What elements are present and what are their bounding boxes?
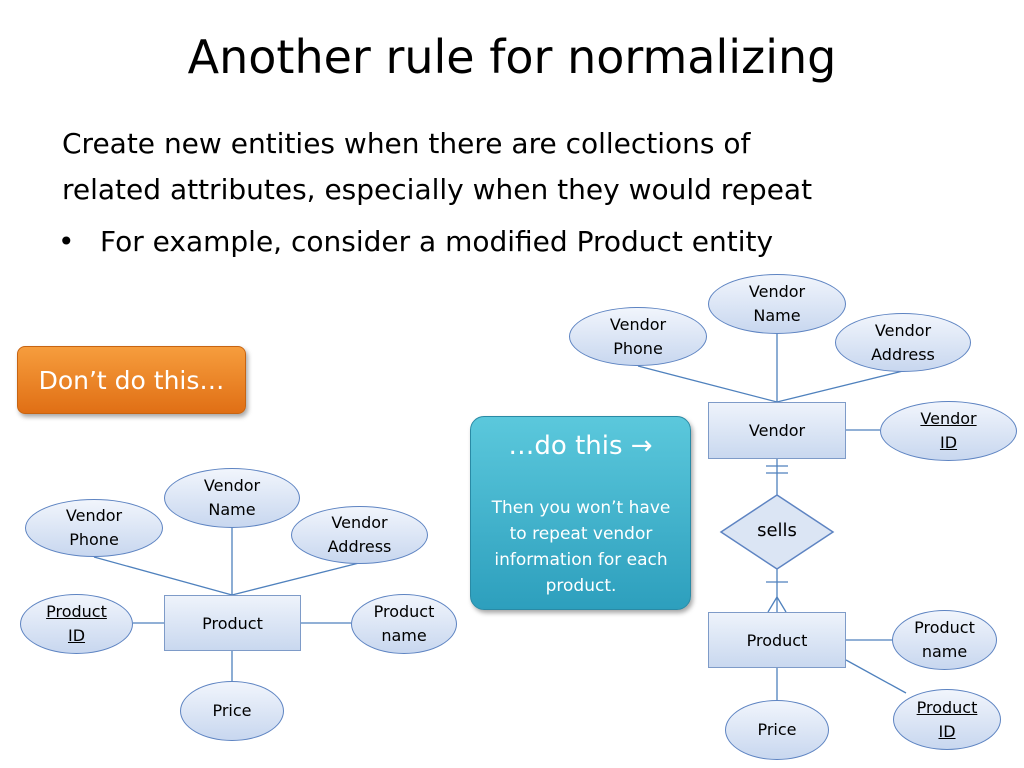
entity-label: Product (746, 630, 808, 650)
arrow-right-icon: → (630, 431, 653, 461)
body-line-1: Create new entities when there are colle… (62, 127, 751, 160)
do-this-label: …do this (508, 431, 623, 461)
body-text: Create new entities when there are colle… (62, 121, 812, 213)
do-this-description: Then you won’t have to repeat vendor inf… (491, 498, 671, 596)
entity-label: Product (202, 613, 263, 633)
entity-label: Vendor (748, 421, 806, 440)
bullet-text: For example, consider a modified Product… (100, 225, 774, 258)
mark-many-foot-l (767, 596, 778, 613)
body-line-2: related attributes, especially when they… (62, 173, 813, 206)
line-left-phone (93, 556, 233, 596)
right-price-attr: Price (725, 700, 829, 760)
bullet-icon: • (58, 225, 75, 258)
slide-title: Another rule for normalizing (187, 30, 837, 84)
left-product-entity: Product (164, 595, 301, 651)
mark-many-foot-r (776, 596, 787, 613)
line-right-address (776, 370, 904, 403)
sells-diamond (719, 494, 835, 570)
do-this-callout: …do this → Then you won’t have to repeat… (470, 416, 691, 610)
sells-label: sells (757, 520, 797, 541)
right-vendor-entity: Vendor (708, 402, 846, 459)
line-right-pid (845, 659, 907, 694)
right-product-entity: Product (708, 612, 846, 668)
line-right-phone (637, 365, 778, 403)
left-price-attr: Price (180, 681, 284, 741)
dont-do-this-callout: Don’t do this… (17, 346, 246, 414)
do-this-heading: …do this → (471, 431, 690, 461)
line-left-address (231, 562, 360, 596)
